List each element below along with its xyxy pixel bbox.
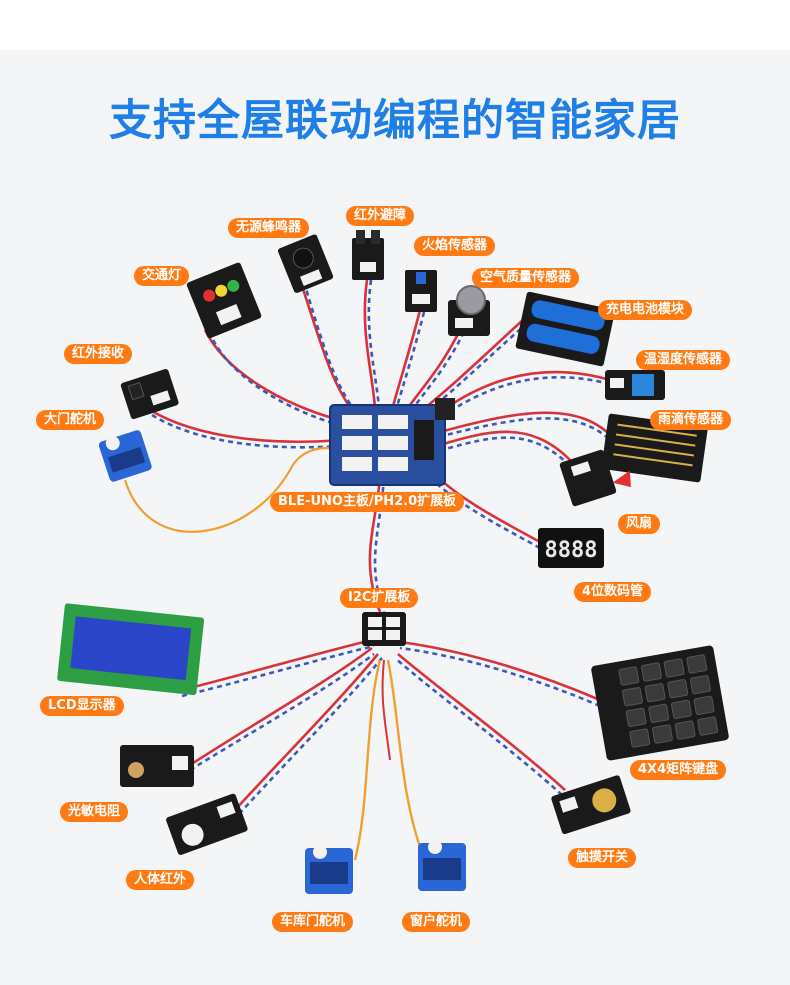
digital-tube-module: 8888 [538,528,604,568]
label-battery: 充电电池模块 [598,300,693,320]
label-buzzer: 无源蜂鸣器 [228,218,310,238]
photoresistor-module [120,745,194,787]
wire-ir-avoid [363,279,377,409]
label-pir: 人体红外 [126,870,195,890]
label-keypad: 4X4矩阵键盘 [630,760,727,780]
door-servo [98,430,152,482]
label-garage-servo: 车库门舵机 [272,912,354,932]
keypad-module [591,645,729,761]
wire-keypad [399,640,601,702]
label-i2c-board: I2C扩展板 [340,588,419,608]
wire-ir-receiver [149,408,341,443]
label-rain: 雨滴传感器 [650,410,732,430]
label-fan: 风扇 [618,514,661,534]
wire-traffic-light [203,329,341,422]
label-ir-avoid: 红外避障 [346,206,415,226]
wire-traffic-light-b [207,331,343,428]
wire-flame [390,309,422,411]
wires-i2c-board [181,638,601,861]
label-main-board: BLE-UNO主板/PH2.0扩展板 [270,492,465,512]
garage-servo [305,845,353,894]
air-quality-module [448,285,490,336]
main-board [329,398,455,486]
temp-humidity-module [605,370,665,400]
label-lcd: LCD显示器 [40,696,124,716]
i2c-board [362,612,406,646]
label-flame: 火焰传感器 [414,236,496,256]
digital-tube-digits: 8888 [545,538,598,563]
label-photoresistor: 光敏电阻 [60,802,129,822]
label-traffic-light: 交通灯 [134,266,190,286]
wire-fan-b [441,436,571,467]
wire-pir-b [238,657,384,815]
wire-rain-b [441,417,616,446]
wire-fan [439,430,571,461]
wire-buzzer [298,279,354,411]
label-digital-tube: 4位数码管 [574,582,652,602]
wire-lcd [181,638,373,692]
ir-receiver-module [120,369,179,420]
wire-servo-red [381,659,391,761]
touch-module [551,775,631,835]
wire-ir-receiver-b [151,413,341,449]
label-door-servo: 大门舵机 [36,410,105,430]
traffic-light-module [186,262,262,339]
wire-touch [397,653,566,791]
wire-door-servo [123,447,341,533]
flame-module [405,270,437,312]
label-air-quality: 空气质量传感器 [472,268,580,288]
page-title: 支持全屋联动编程的智能家居 [109,96,681,146]
wire-lcd-b [181,644,375,698]
window-servo [418,840,466,891]
fan-module [559,449,631,507]
label-touch: 触摸开关 [568,848,637,868]
wire-rain [439,411,616,441]
wire-photoresistor [189,646,373,767]
label-temp-humidity: 温湿度传感器 [636,350,731,370]
label-ir-receiver: 红外接收 [64,344,133,364]
rain-module [601,413,708,483]
wire-touch-b [394,657,563,796]
wire-keypad-b [399,646,601,708]
wire-flame-b [394,311,426,411]
buzzer-module [277,234,334,293]
wire-buzzer-b [302,281,358,413]
battery-module [515,291,615,367]
label-window-servo: 窗户舵机 [402,912,471,932]
wire-photoresistor-b [189,652,375,772]
lcd-module [57,603,205,696]
wire-window-servo [386,659,427,861]
wire-garage-servo [353,659,382,861]
wire-pir [234,653,380,811]
pir-module [166,793,248,855]
ir-avoid-module [352,230,384,280]
